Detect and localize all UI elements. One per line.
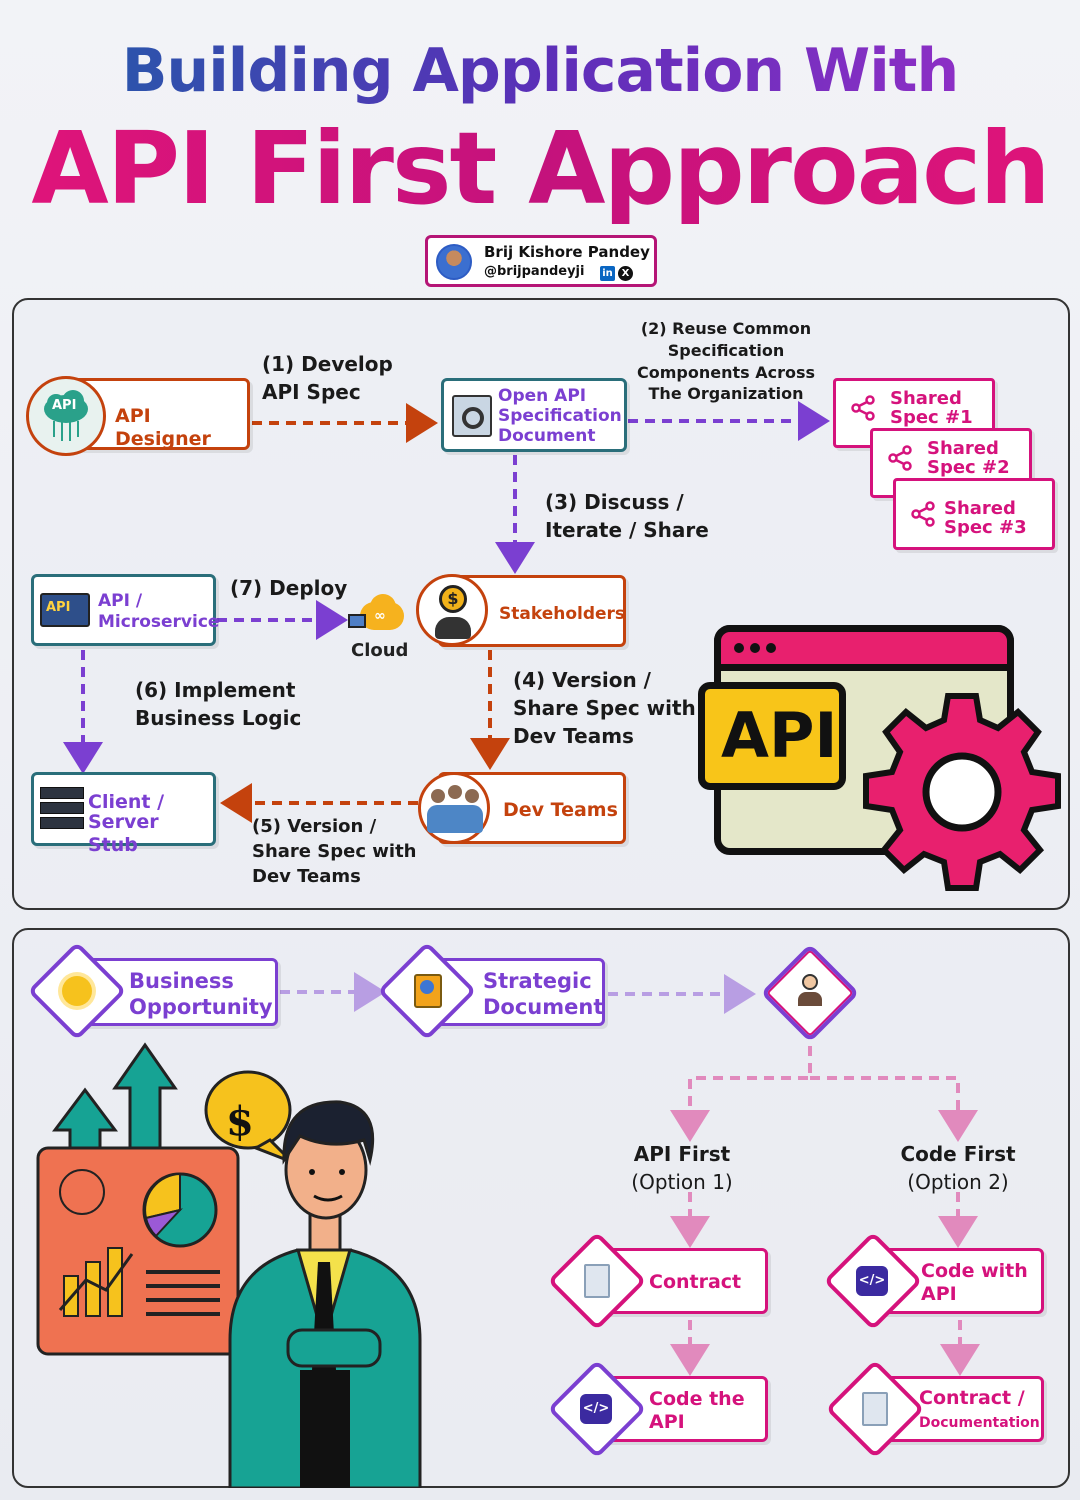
- openapi-doc-node[interactable]: Open API Specification Document: [441, 378, 627, 452]
- notes-icon: [862, 1392, 888, 1426]
- stakeholders-label: Stakeholders: [499, 604, 626, 624]
- code-with-l1: Code with: [921, 1260, 1028, 1282]
- step-7-label: (7) Deploy: [230, 576, 348, 600]
- strategic-l2: Document: [483, 995, 604, 1019]
- dev-teams-label: Dev Teams: [503, 799, 618, 821]
- shared-spec-1-l1: Shared: [890, 388, 962, 409]
- shared-spec-2-l1: Shared: [927, 438, 999, 459]
- openapi-doc-l3: Document: [498, 426, 596, 446]
- option-2-label: Code First (Option 2): [900, 1142, 1016, 1194]
- shared-spec-3-l1: Shared: [944, 498, 1016, 519]
- step-4-label: (4) Version / Share Spec with Dev Teams: [513, 668, 696, 748]
- contract-label: Contract: [649, 1271, 742, 1293]
- avatar: [436, 244, 472, 280]
- cloud-label: Cloud: [351, 640, 409, 661]
- linkedin-icon[interactable]: in: [600, 266, 615, 281]
- api-microservice-l1: API /: [98, 591, 143, 611]
- title-line-1: Building Application With: [0, 36, 1080, 106]
- client-stub-l2: Server Stub: [88, 811, 159, 856]
- code-with-l2: API: [921, 1283, 957, 1305]
- step-3-label: (3) Discuss / Iterate / Share: [545, 490, 709, 542]
- title-line-2: API First Approach: [0, 110, 1080, 227]
- cloud-api-badge: API: [52, 398, 77, 413]
- api-designer-label: API Designer: [115, 405, 211, 450]
- strategic-l1: Strategic: [483, 969, 592, 993]
- client-stub-l1: Client /: [88, 791, 165, 813]
- shared-spec-3[interactable]: Shared Spec #3: [893, 478, 1055, 550]
- author-handle: @brijpandeyji: [484, 264, 585, 279]
- step-1-label: (1) Develop API Spec: [262, 352, 393, 404]
- code-api-l1: Code the: [649, 1388, 745, 1410]
- share-icon: [851, 395, 875, 421]
- cloud-api-icon: [26, 376, 106, 456]
- lightbulb-icon: [62, 976, 92, 1006]
- step-6-label: (6) Implement Business Logic: [135, 678, 302, 730]
- author-name: Brij Kishore Pandey: [484, 243, 650, 261]
- api-screen-icon: API: [40, 593, 90, 627]
- api-badge: API: [698, 682, 846, 790]
- share-icon: [888, 445, 912, 471]
- gear-doc-icon: [452, 395, 492, 437]
- contract-doc-l2: Documentation: [919, 1415, 1040, 1431]
- api-microservice-node[interactable]: API API / Microservice: [31, 574, 220, 646]
- shared-spec-1-l2: Spec #1: [890, 407, 973, 428]
- shared-spec-2-l2: Spec #2: [927, 457, 1010, 478]
- step-2-label: (2) Reuse Common Specification Component…: [636, 319, 816, 404]
- openapi-doc-l2: Specification: [498, 406, 622, 426]
- code-icon: </>: [580, 1394, 612, 1424]
- x-icon[interactable]: X: [618, 266, 633, 281]
- code-api-l2: API: [649, 1411, 685, 1433]
- step-5-label: (5) Version / Share Spec with Dev Teams: [252, 816, 417, 888]
- business-illustration: $: [30, 1040, 500, 1488]
- openapi-doc-l1: Open API: [498, 386, 587, 406]
- option-1-label: API First (Option 1): [631, 1142, 733, 1194]
- gear-icon: [863, 693, 1061, 891]
- api-microservice-l2: Microservice: [98, 612, 220, 632]
- team-icon: [418, 772, 490, 844]
- person-icon: [798, 974, 822, 1008]
- notes-icon: [584, 1264, 610, 1298]
- cloud-icon: ∞: [348, 590, 410, 636]
- author-card: Brij Kishore Pandey @brijpandeyji in X: [425, 235, 657, 287]
- code-icon: </>: [856, 1266, 888, 1296]
- stakeholder-icon: $: [416, 574, 488, 646]
- folder-doc-icon: [414, 974, 442, 1008]
- business-l1: Business: [129, 969, 234, 993]
- share-icon: [911, 501, 935, 527]
- dollar-icon: $: [226, 1098, 254, 1145]
- business-l2: Opportunity: [129, 995, 273, 1019]
- server-icon: [40, 787, 84, 831]
- contract-doc-l1: Contract /: [919, 1387, 1025, 1409]
- shared-spec-3-l2: Spec #3: [944, 517, 1027, 538]
- client-stub-node[interactable]: Client / Server Stub: [31, 772, 216, 856]
